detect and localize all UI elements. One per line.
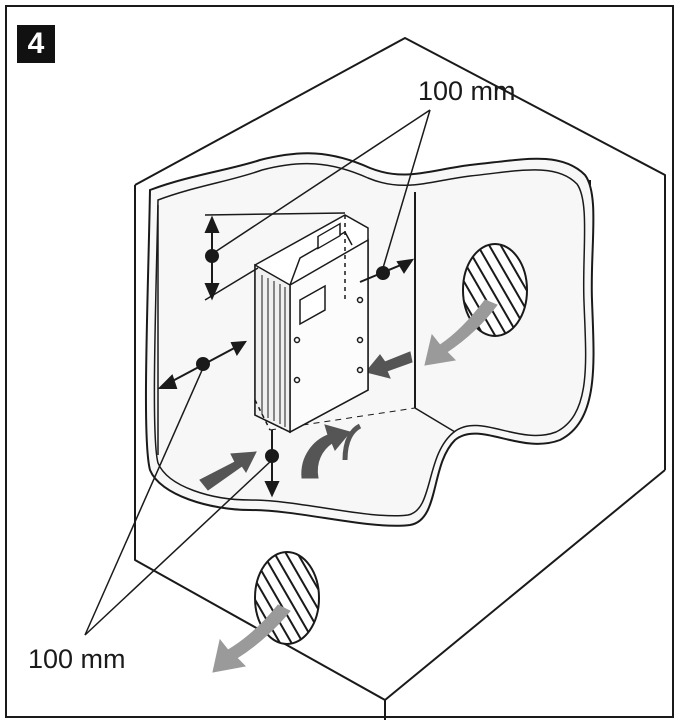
intake-arrow-left xyxy=(199,451,257,491)
rising-air-arrow xyxy=(301,424,351,479)
wall-side-face xyxy=(384,469,666,701)
vent-opening-bottom xyxy=(254,551,320,645)
intake-arrow-right xyxy=(365,351,413,379)
wall-block xyxy=(134,37,666,720)
exhaust-arrow-top xyxy=(424,299,498,366)
recess-outline xyxy=(144,152,595,527)
wall-top-face xyxy=(134,37,666,470)
clearance-label-bottom: 100 mm xyxy=(28,644,126,674)
clearance-point-top xyxy=(205,249,219,263)
wall-mounted-device xyxy=(254,214,369,434)
recess-inner-edge xyxy=(153,162,587,517)
exhaust-arrow-bottom xyxy=(212,604,291,673)
wall-recess xyxy=(144,152,595,527)
leader-lines xyxy=(84,109,431,636)
clearance-label-top: 100 mm xyxy=(418,76,516,106)
step-number-badge: 4 xyxy=(17,25,55,63)
clearance-point-left xyxy=(196,357,210,371)
rising-air-arrow-2 xyxy=(342,423,362,461)
clearance-point-bottom xyxy=(265,449,279,463)
airflow-arrows xyxy=(199,299,498,673)
clearance-point-right xyxy=(376,266,390,280)
